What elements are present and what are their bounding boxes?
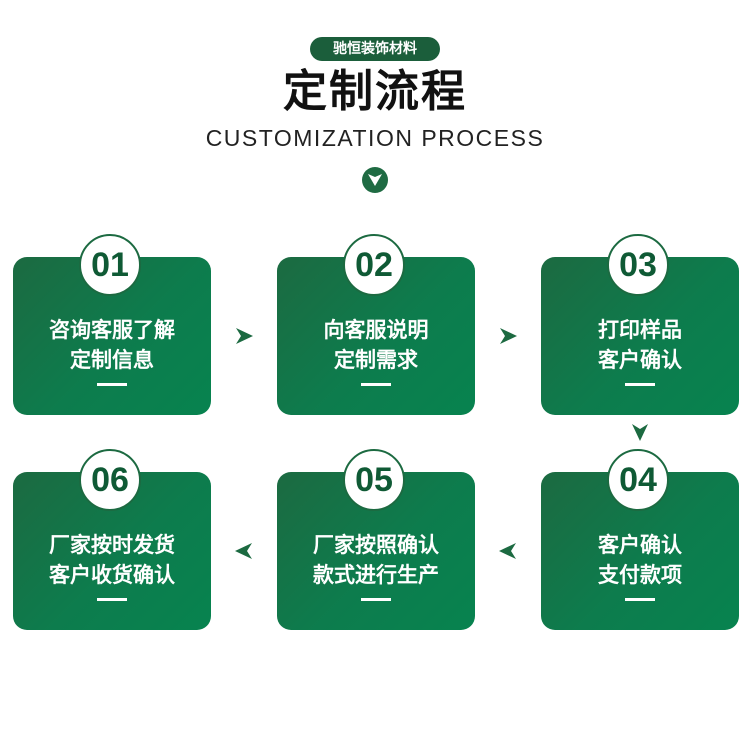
- step-number: 05: [355, 461, 393, 499]
- step-text-line2: 支付款项: [598, 563, 682, 587]
- page-subtitle: CUSTOMIZATION PROCESS: [205, 125, 545, 151]
- step-card-02: 02 向客服说明 定制需求: [277, 234, 475, 415]
- step-text-line2: 客户收货确认: [49, 563, 175, 587]
- step-text-line1: 咨询客服了解: [49, 318, 175, 342]
- chevron-down-icon: [362, 167, 388, 193]
- page-title: 定制流程: [283, 66, 467, 117]
- step-number: 04: [619, 461, 657, 499]
- step-number: 06: [91, 461, 129, 499]
- arrow-right-icon: [236, 328, 253, 344]
- step-number: 03: [619, 246, 657, 284]
- step-card-01: 01 咨询客服了解 定制信息: [13, 234, 211, 415]
- step-card-06: 06 厂家按时发货 客户收货确认: [13, 449, 211, 630]
- arrow-down-icon: [632, 424, 648, 441]
- step-number: 02: [355, 246, 393, 284]
- step-number-badge: 06: [79, 449, 141, 511]
- card-divider: [625, 598, 655, 601]
- arrow-right-icon: [500, 328, 517, 344]
- step-text-line2: 定制信息: [70, 348, 154, 372]
- brand-badge: 驰恒装饰材料: [310, 37, 440, 61]
- step-text-line1: 打印样品: [598, 318, 682, 342]
- step-card-05: 05 厂家按照确认 款式进行生产: [277, 449, 475, 630]
- step-text-line2: 款式进行生产: [313, 563, 439, 587]
- step-number-badge: 04: [607, 449, 669, 511]
- step-card-03: 03 打印样品 客户确认: [541, 234, 739, 415]
- card-divider: [361, 598, 391, 601]
- step-number-badge: 03: [607, 234, 669, 296]
- arrow-left-icon: [499, 543, 516, 559]
- card-divider: [97, 598, 127, 601]
- step-text-line2: 客户确认: [598, 348, 682, 372]
- arrow-left-icon: [235, 543, 252, 559]
- step-text-line1: 厂家按照确认: [313, 533, 439, 557]
- card-divider: [625, 383, 655, 386]
- step-number-badge: 02: [343, 234, 405, 296]
- step-text-line1: 客户确认: [598, 533, 682, 557]
- step-number-badge: 05: [343, 449, 405, 511]
- step-number: 01: [91, 246, 129, 284]
- card-divider: [361, 383, 391, 386]
- step-card-04: 04 客户确认 支付款项: [541, 449, 739, 630]
- step-number-badge: 01: [79, 234, 141, 296]
- step-text-line1: 向客服说明: [323, 318, 429, 342]
- card-divider: [97, 383, 127, 386]
- step-text-line2: 定制需求: [334, 348, 418, 372]
- step-text-line1: 厂家按时发货: [49, 533, 175, 557]
